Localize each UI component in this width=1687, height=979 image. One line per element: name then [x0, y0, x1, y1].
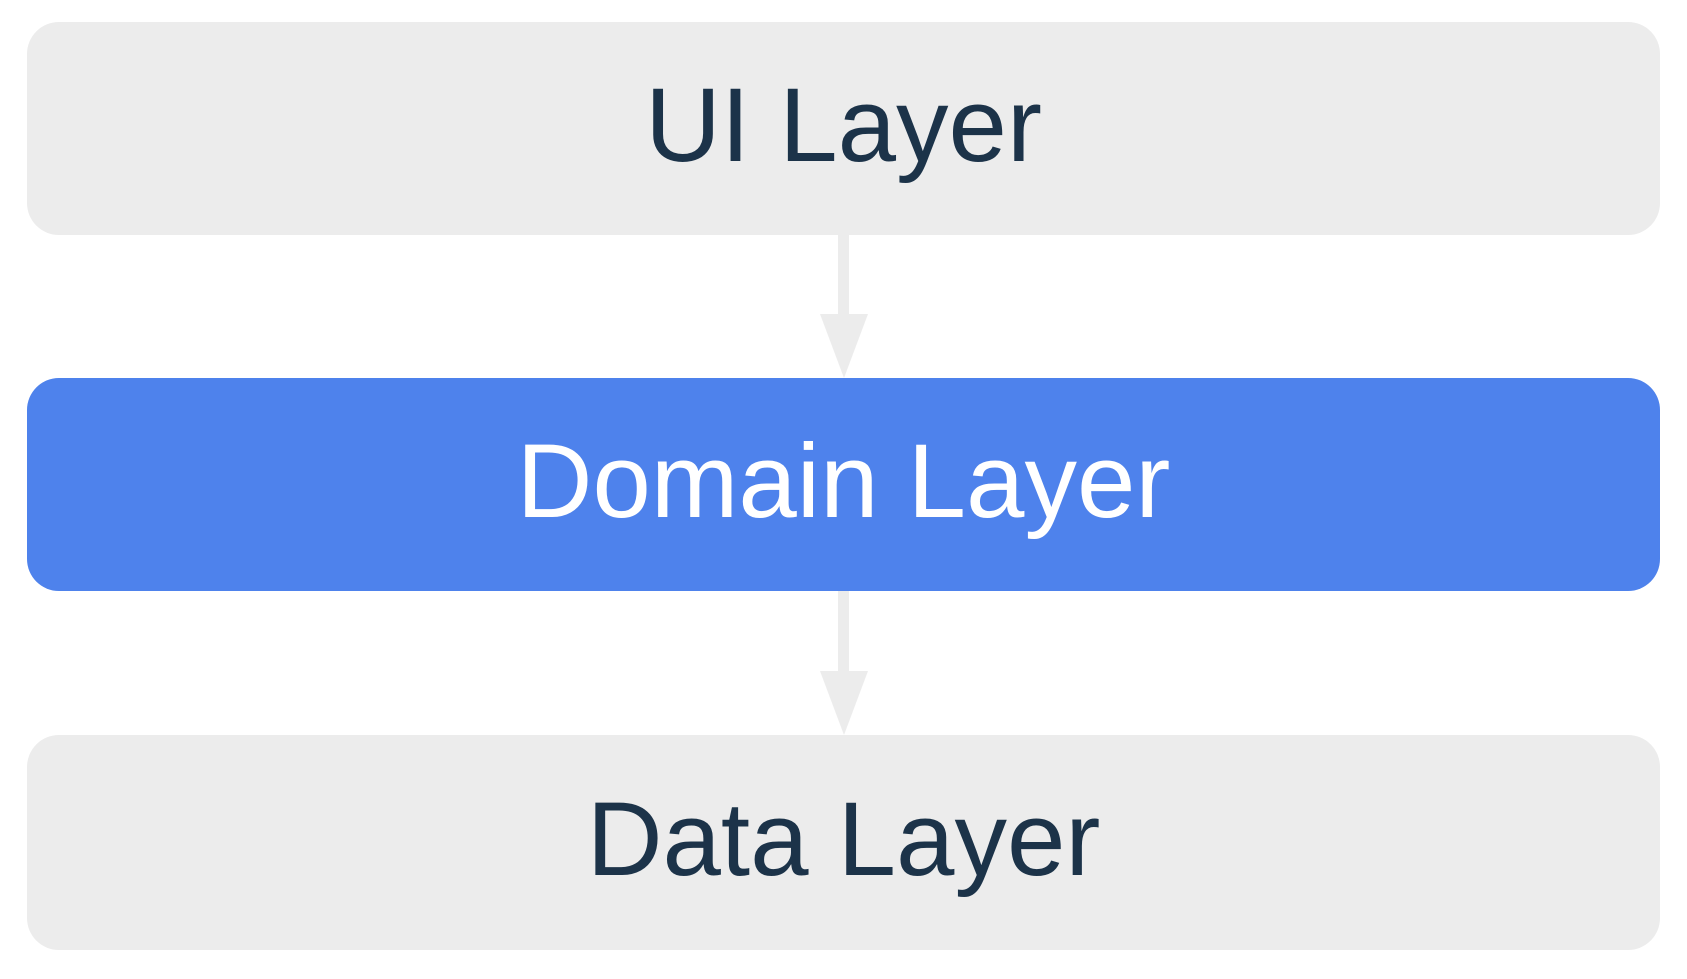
layer-box-data: Data Layer — [27, 735, 1660, 950]
arrow-head-icon — [819, 671, 868, 735]
down-arrow-icon — [0, 235, 1687, 378]
layer-label-domain: Domain Layer — [516, 423, 1171, 540]
layer-label-ui: UI Layer — [645, 67, 1042, 184]
arrow-head-icon — [819, 314, 868, 378]
arrow-shaft — [838, 235, 849, 314]
layer-box-ui: UI Layer — [27, 22, 1660, 235]
layer-label-data: Data Layer — [586, 781, 1101, 898]
down-arrow-icon — [0, 591, 1687, 735]
arrow-shaft — [838, 591, 849, 671]
layer-box-domain: Domain Layer — [27, 378, 1660, 591]
